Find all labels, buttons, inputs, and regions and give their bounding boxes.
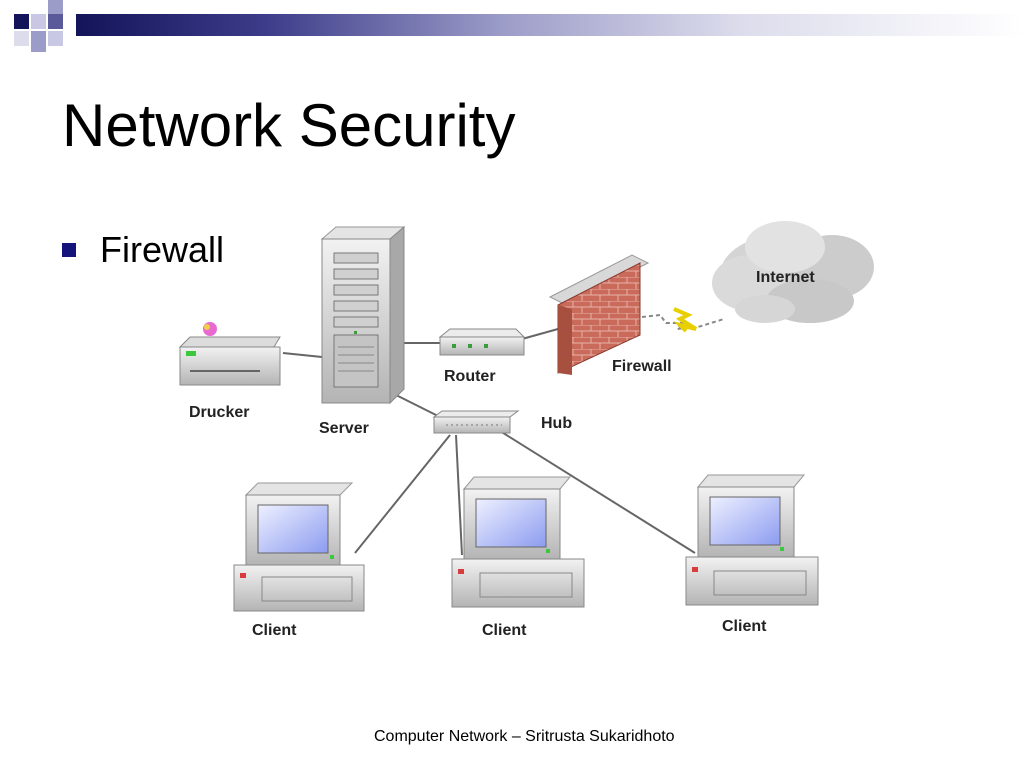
printer-label: Drucker: [189, 404, 249, 421]
header-square: [14, 14, 29, 29]
square-bullet-icon: [62, 243, 76, 257]
network-diagram: Internet Firewall Router Server: [150, 205, 910, 655]
slide-header-decoration: [0, 0, 1024, 52]
internet-label: Internet: [756, 269, 815, 286]
client-computer-icon: [233, 482, 365, 612]
client-label: Client: [252, 622, 297, 639]
header-square: [48, 14, 63, 29]
client-computer-icon: [685, 474, 819, 606]
link-server-hub: [395, 394, 441, 418]
slide-footer: Computer Network – Sritrusta Sukaridhoto: [374, 728, 675, 745]
link-router-firewall: [521, 328, 559, 340]
server-icon: [320, 225, 406, 405]
header-square: [31, 14, 46, 29]
client-label: Client: [722, 618, 767, 635]
slide-title: Network Security: [62, 92, 516, 159]
router-label: Router: [444, 368, 496, 385]
header-square: [48, 0, 63, 15]
bullet-item: Firewall: [62, 232, 224, 268]
header-square: [48, 31, 63, 46]
printer-icon: [178, 322, 281, 386]
link-printer-server: [282, 352, 323, 358]
hub-label: Hub: [541, 415, 572, 432]
header-gradient-bar: [76, 14, 1024, 36]
router-icon: [438, 328, 526, 356]
link-hub-client2: [455, 434, 463, 556]
header-square: [31, 31, 46, 46]
bullet-text: Firewall: [100, 229, 225, 270]
client-label: Client: [482, 622, 527, 639]
hub-icon: [432, 410, 520, 434]
network-links: [282, 328, 696, 556]
header-square: [31, 46, 46, 52]
internet-cloud-icon: [712, 221, 874, 323]
client-computer-icon: [451, 476, 585, 608]
link-hub-client3: [499, 430, 696, 554]
firewall-icon: [548, 254, 650, 375]
header-square: [14, 31, 29, 46]
firewall-label: Firewall: [612, 358, 672, 375]
link-hub-client1: [354, 434, 451, 554]
lightning-bolt-icon: [673, 307, 698, 333]
server-label: Server: [319, 420, 369, 437]
